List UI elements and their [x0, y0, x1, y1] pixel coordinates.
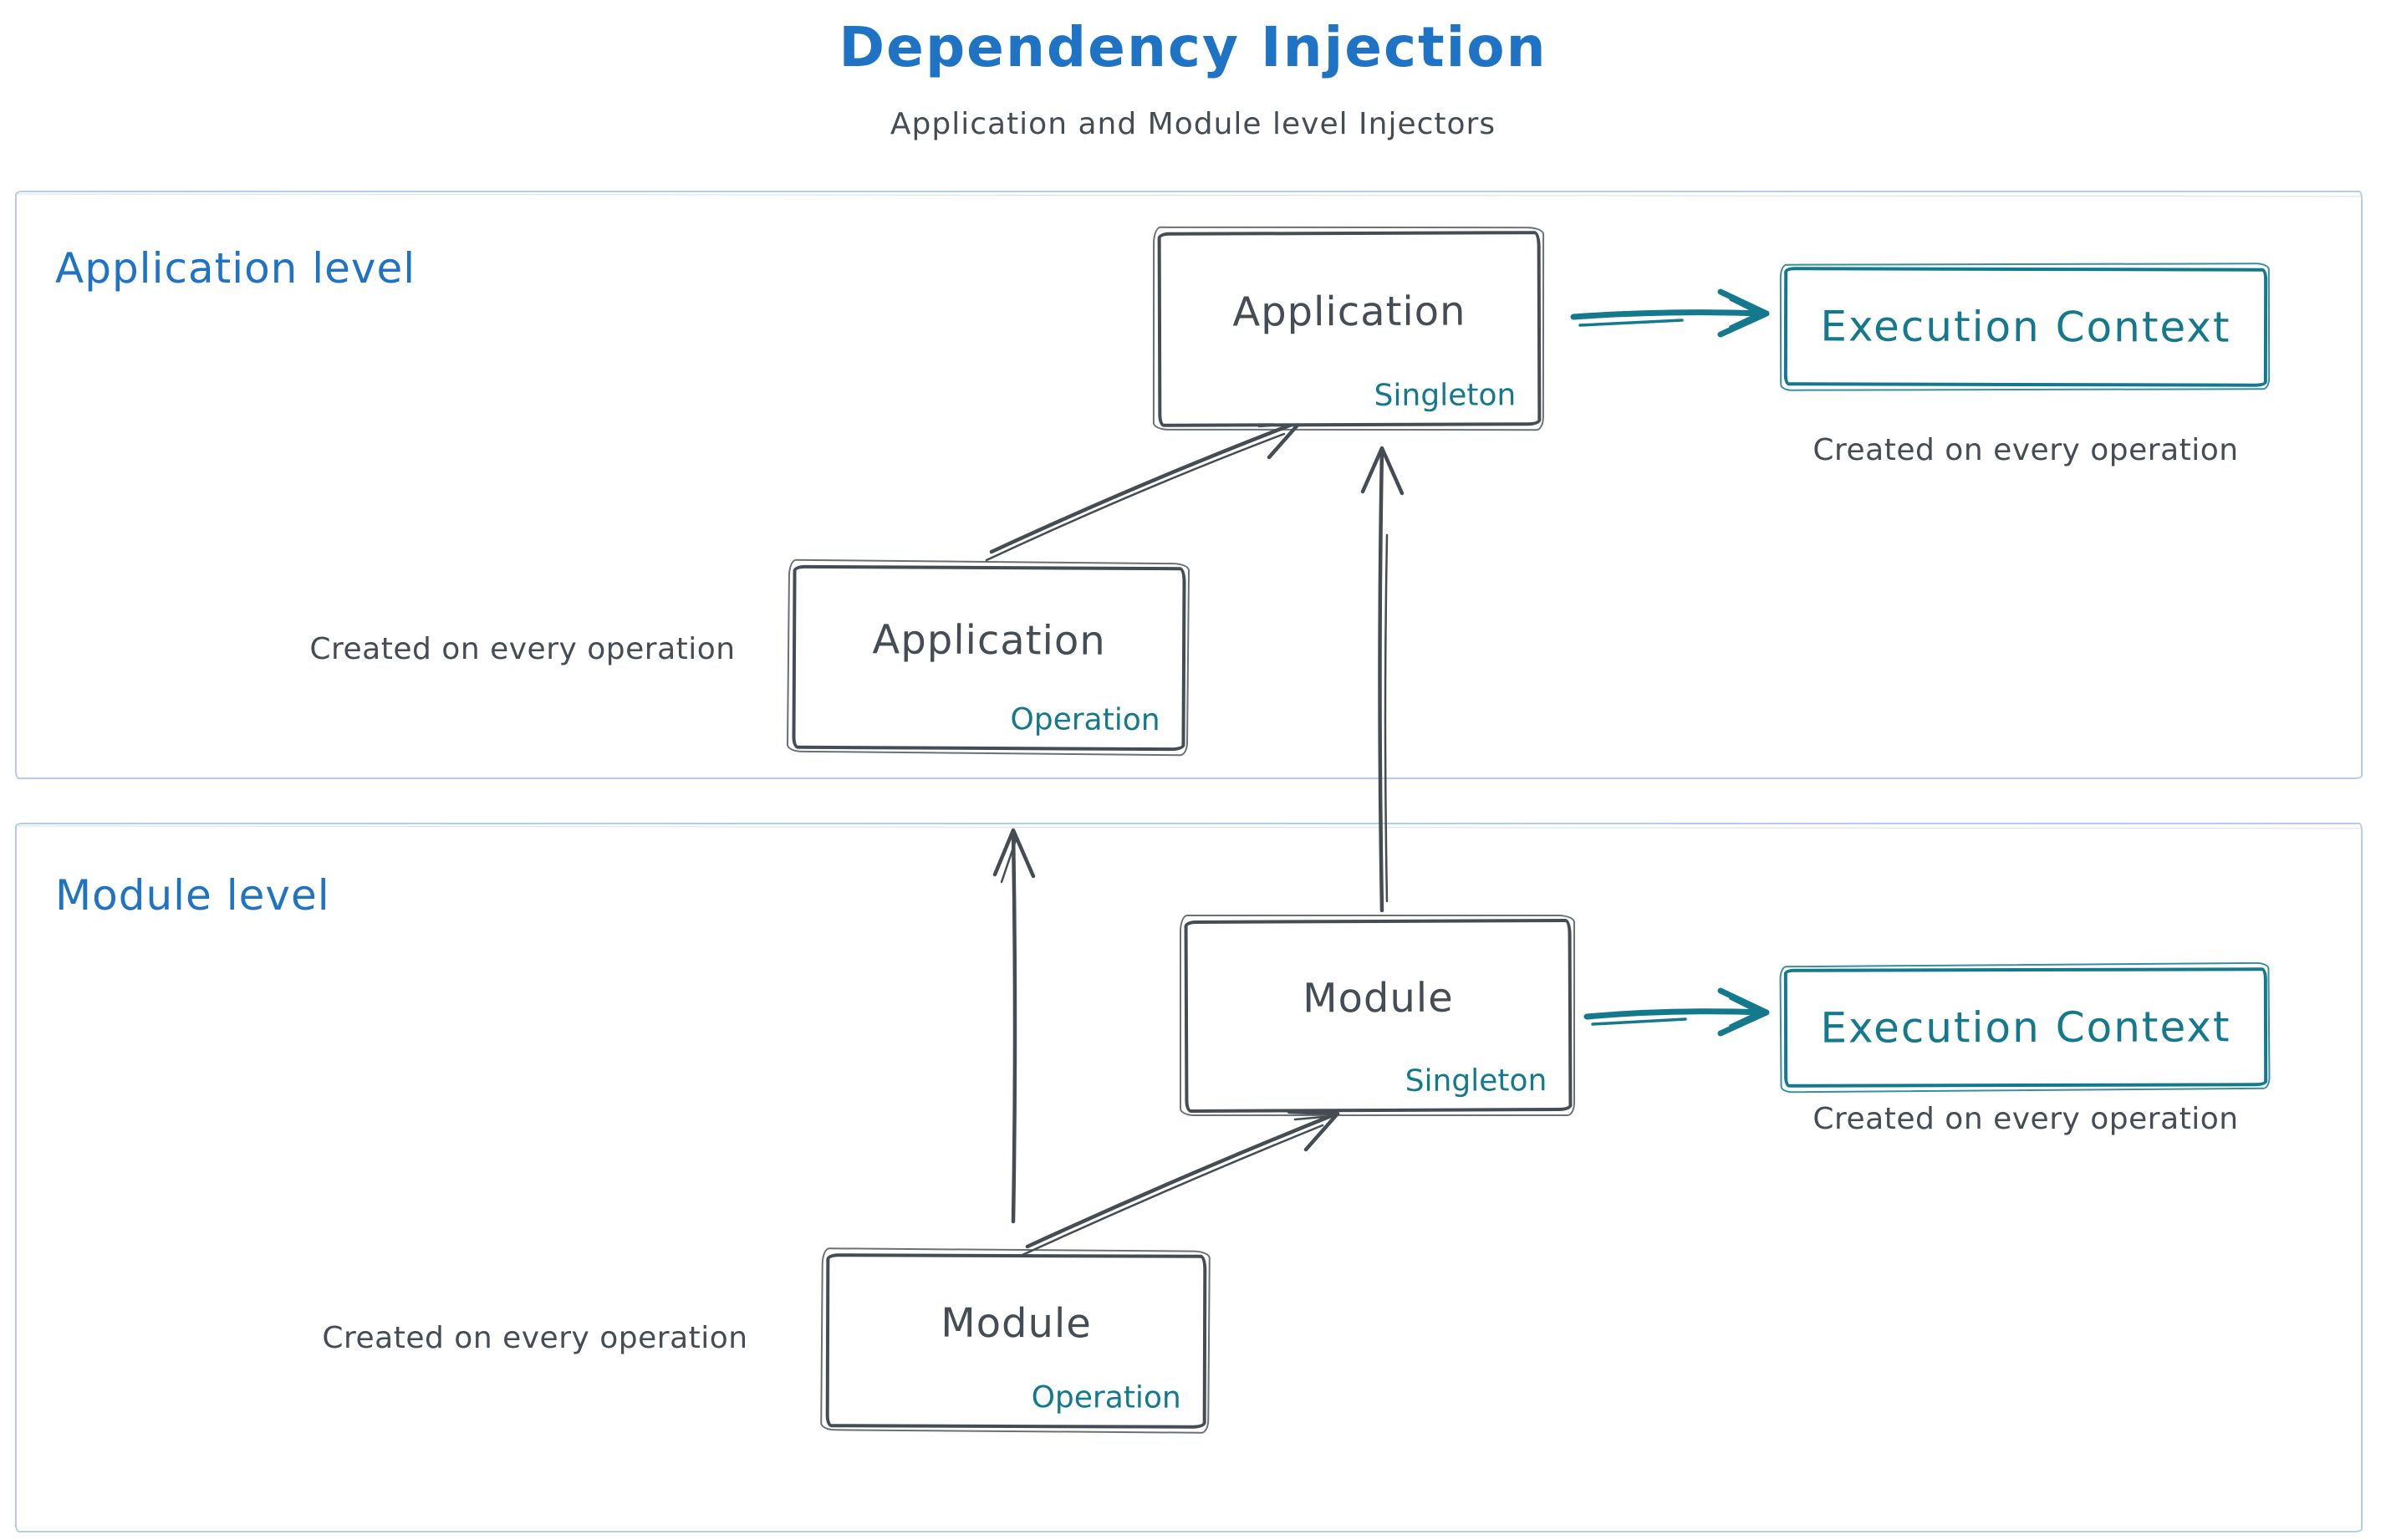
module-operation-title: Module: [941, 1299, 1092, 1348]
application-singleton-scope-label: Singleton: [1374, 378, 1517, 413]
module-singleton-scope-label: Singleton: [1405, 1063, 1547, 1099]
module-operation-node: Module Operation: [825, 1253, 1207, 1429]
module-level-label: Module level: [55, 871, 330, 920]
module-singleton-node: Module Singleton: [1184, 918, 1573, 1114]
application-level-container: [15, 191, 2363, 779]
module-operation-note: Created on every operation: [322, 1321, 748, 1355]
module-operation-scope-label: Operation: [1031, 1380, 1181, 1415]
application-operation-node: Application Operation: [792, 564, 1186, 752]
page-subtitle: Application and Module level Injectors: [890, 107, 1496, 141]
module-execution-context-node: Execution Context: [1783, 967, 2268, 1088]
module-singleton-title: Module: [1303, 974, 1454, 1022]
application-operation-note: Created on every operation: [309, 632, 736, 666]
module-execution-context-title: Execution Context: [1820, 1002, 2231, 1053]
application-singleton-node: Application Singleton: [1157, 231, 1542, 427]
module-execution-context-note: Created on every operation: [1812, 1102, 2239, 1136]
application-level-label: Application level: [55, 244, 416, 293]
application-singleton-title: Application: [1232, 288, 1466, 335]
application-execution-context-node: Execution Context: [1783, 267, 2268, 387]
application-execution-context-note: Created on every operation: [1812, 433, 2239, 467]
application-operation-title: Application: [872, 616, 1106, 665]
page-title: Dependency Injection: [839, 15, 1547, 79]
module-level-container: [15, 823, 2363, 1532]
application-execution-context-title: Execution Context: [1820, 302, 2231, 352]
application-operation-scope-label: Operation: [1010, 702, 1160, 738]
